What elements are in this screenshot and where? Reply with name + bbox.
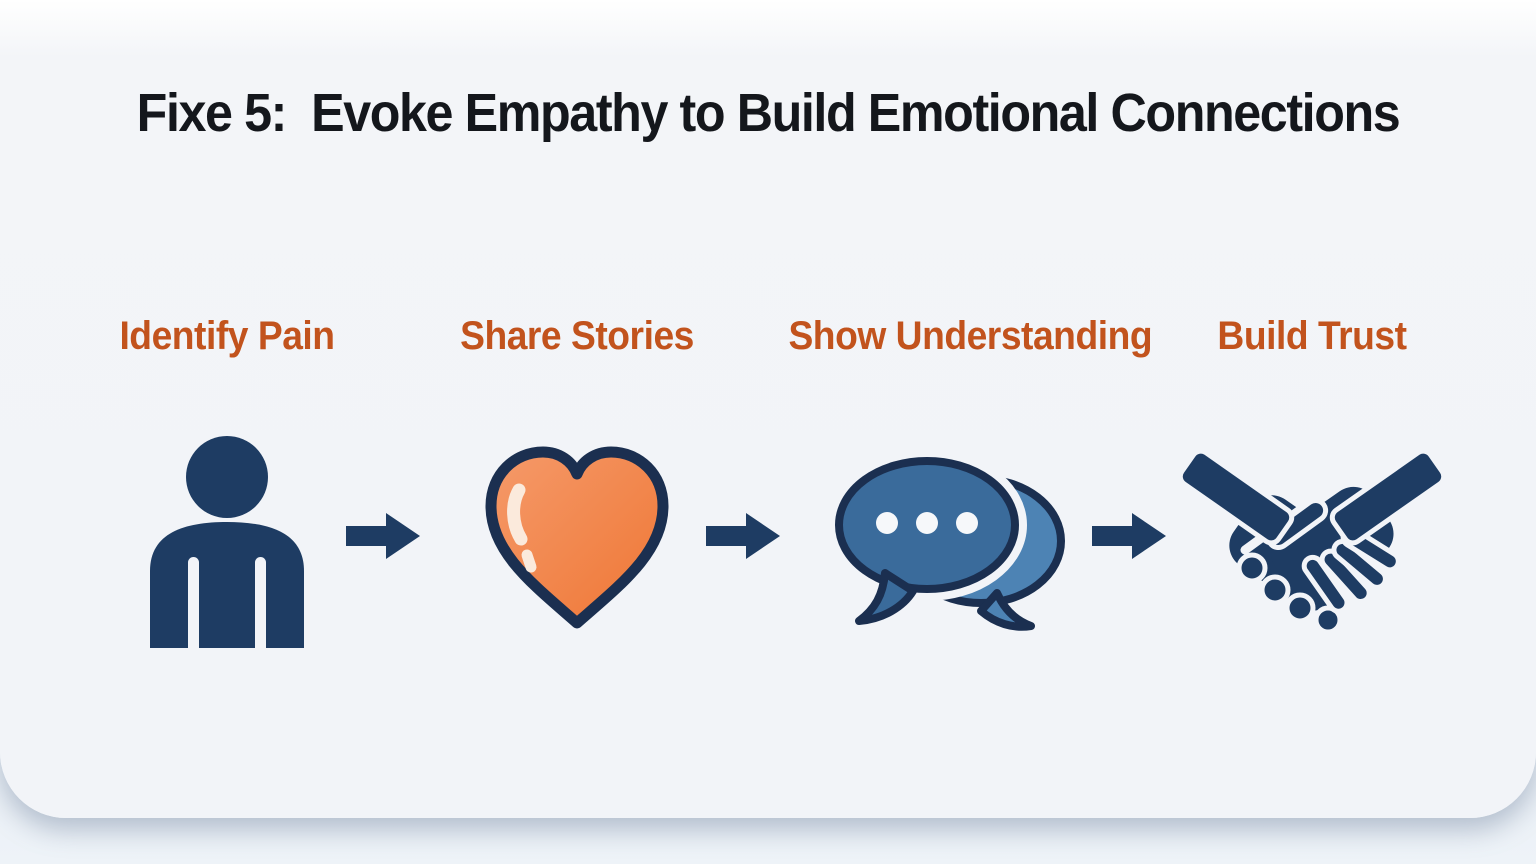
step-build-trust: Build Trust: [1162, 312, 1462, 650]
step-label: Build Trust: [1217, 314, 1407, 358]
handshake-icon: [1162, 430, 1462, 650]
process-flow: Identify Pain Share Stories: [0, 312, 1536, 692]
page-title: Fixe 5: Evoke Empathy to Build Emotional…: [136, 83, 1401, 143]
step-label: Share Stories: [460, 314, 694, 358]
step-share-stories: Share Stories: [432, 312, 722, 650]
step-label: Show Understanding: [788, 314, 1153, 358]
arrow-right-icon: [1092, 508, 1168, 569]
chat-bubbles-icon: [776, 430, 1132, 650]
step-identify-pain: Identify Pain: [82, 312, 372, 650]
step-show-understanding: Show Understanding: [776, 312, 1153, 650]
arrow-right-icon: [346, 508, 422, 569]
step-label: Identify Pain: [119, 314, 335, 358]
person-icon: [82, 430, 372, 650]
arrow-right-icon: [706, 508, 782, 569]
slide-card: Fixe 5: Evoke Empathy to Build Emotional…: [0, 0, 1536, 818]
heart-icon: [432, 430, 722, 650]
